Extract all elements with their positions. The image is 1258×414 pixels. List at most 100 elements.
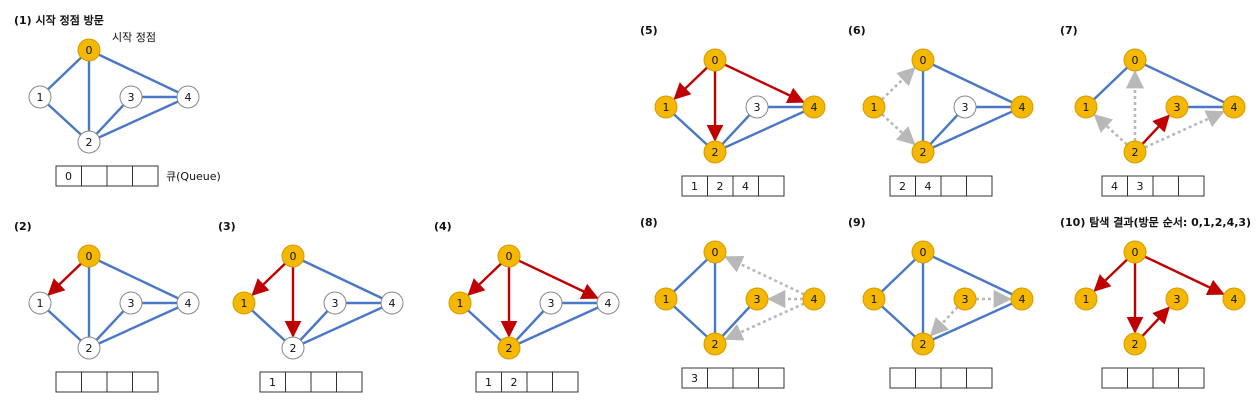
vertex-label: 4 <box>811 293 818 306</box>
vertex-label: 0 <box>86 44 93 57</box>
queue-cell <box>1178 175 1205 197</box>
queue-cell <box>526 371 553 393</box>
queue-cell <box>81 165 108 187</box>
vertex-label: 1 <box>37 297 44 310</box>
queue-cell-value: 2 <box>511 376 518 389</box>
queue-cell <box>758 175 785 197</box>
vertex-label: 2 <box>920 338 927 351</box>
graph-edge <box>88 48 189 99</box>
queue-cell <box>132 165 159 187</box>
vertex-0 <box>497 244 521 268</box>
vertex-3 <box>953 95 977 119</box>
tree-edge-arrow <box>724 63 805 103</box>
graph-edge <box>1134 58 1235 109</box>
graph-edge <box>88 254 189 305</box>
vertex-4 <box>380 291 404 315</box>
vertex-4 <box>1222 287 1246 311</box>
queue-cell-value: 2 <box>899 180 906 193</box>
queue-cell <box>285 371 312 393</box>
graph-edge <box>292 254 393 305</box>
vertex-4 <box>1010 287 1034 311</box>
queue-cell <box>1152 367 1179 389</box>
vertex-2 <box>911 332 935 356</box>
vertex-0 <box>703 48 727 72</box>
queue-cell <box>106 371 133 393</box>
panel-label: (7) <box>1060 24 1078 37</box>
vertex-1 <box>448 291 472 315</box>
panel-label: (6) <box>848 24 866 37</box>
queue-cell <box>966 175 993 197</box>
tree-edge-arrow <box>1144 255 1225 295</box>
vertex-label: 1 <box>1083 101 1090 114</box>
panel-label: (2) <box>14 220 32 233</box>
tree-edge-arrow <box>518 259 599 299</box>
queue-cell-value: 1 <box>691 180 698 193</box>
queue-cell <box>966 367 993 389</box>
vertex-0 <box>281 244 305 268</box>
queue-cell <box>1152 175 1179 197</box>
vertex-1 <box>862 287 886 311</box>
queue-cell <box>336 371 363 393</box>
vertex-label: 4 <box>1231 293 1238 306</box>
panel-label: (5) <box>640 24 658 37</box>
queue-cell <box>1127 367 1154 389</box>
vertex-1 <box>232 291 256 315</box>
tree-edge-arrow <box>1141 306 1170 337</box>
vertex-label: 3 <box>128 297 135 310</box>
vertex-label: 4 <box>185 91 192 104</box>
graph-edge <box>88 301 189 350</box>
vertex-0 <box>703 240 727 264</box>
queue-cell <box>1101 367 1128 389</box>
queue-cell-value: 1 <box>485 376 492 389</box>
vertex-0 <box>911 240 935 264</box>
vertex-0 <box>1123 240 1147 264</box>
queue-cell <box>310 371 337 393</box>
panel-label: (1) 시작 정점 방문 <box>14 13 104 27</box>
panel-label: (3) <box>218 220 236 233</box>
vertex-label: 4 <box>605 297 612 310</box>
queue-cell <box>889 367 916 389</box>
panel-label: (10) 탐색 결과(방문 순서: 0,1,2,4,3) <box>1060 215 1251 229</box>
graph-edge <box>922 58 1023 109</box>
start-vertex-note: 시작 정점 <box>112 31 156 44</box>
queue-cell <box>132 371 159 393</box>
vertex-4 <box>802 95 826 119</box>
vertex-label: 1 <box>663 101 670 114</box>
queue-cell-value: 2 <box>717 180 724 193</box>
check-edge-arrow <box>1144 110 1225 149</box>
check-edge-arrow <box>724 255 805 296</box>
queue-cell <box>940 367 967 389</box>
vertex-2 <box>911 140 935 164</box>
vertex-label: 4 <box>1019 101 1026 114</box>
vertex-1 <box>654 287 678 311</box>
queue-cell <box>55 371 82 393</box>
queue-cell <box>915 367 942 389</box>
vertex-3 <box>119 291 143 315</box>
vertex-4 <box>1010 95 1034 119</box>
vertex-2 <box>497 336 521 360</box>
vertex-4 <box>176 85 200 109</box>
vertex-label: 1 <box>871 293 878 306</box>
vertex-4 <box>176 291 200 315</box>
vertex-label: 2 <box>920 146 927 159</box>
vertex-label: 4 <box>811 101 818 114</box>
panel-label: (8) <box>640 216 658 229</box>
vertex-label: 1 <box>1083 293 1090 306</box>
check-edge-arrow <box>1093 113 1128 146</box>
vertex-label: 0 <box>920 54 927 67</box>
vertex-label: 2 <box>1132 146 1139 159</box>
queue-cell <box>758 367 785 389</box>
vertex-1 <box>654 95 678 119</box>
queue-cell <box>1178 367 1205 389</box>
tree-edge-arrow <box>251 262 286 296</box>
graph-edge <box>292 301 393 350</box>
vertex-3 <box>1165 95 1189 119</box>
